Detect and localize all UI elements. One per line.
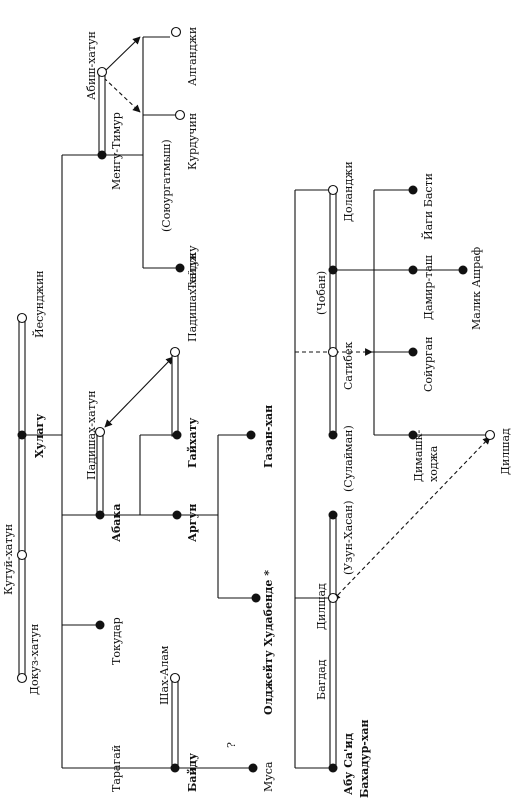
node-padishakh-2 [169,346,181,358]
label-taragai: Тарагай [110,745,123,792]
node-yesunjin [16,312,28,324]
label-gazan: Газан-хан [262,405,275,468]
label-dilshad: Дилшад [315,583,328,630]
label-abish: Абиш-хатун [85,31,98,100]
node-dimashk-khodzha [408,430,418,440]
node-dilshad [327,592,339,604]
label-damir-tash: Дамир-таш [422,255,435,320]
node-padishakh-1 [94,426,106,438]
label-suleiman: (Сулайман) [342,425,355,492]
label-yagi-basti: Йаги Басти [421,173,435,240]
label-soyurgan: Сойурган [422,336,435,392]
label-uzun-hasan: (Узун-Хасан) [342,501,355,576]
label-padishakh-2: Падишах-хатун [186,252,199,342]
label-argun: Аргун [186,504,199,542]
node-soyurgan [408,347,418,357]
node-kurduchin [174,109,186,121]
node-gaykhatu [172,430,182,440]
label-khulagu: Хулагу [33,414,46,458]
node-olzheitu [251,593,261,603]
label-musa: Муса [262,761,275,792]
spouse-bars [18,71,337,771]
node-chopan [328,265,338,275]
node-shakh-alam [169,672,181,684]
label-satibek: Сатибек [342,341,355,390]
label-algandzhi: Алганджи [186,27,199,86]
label-mengu-timur: Менгу-Тимур [110,112,123,190]
label-kutui: Кутуй-хатун [2,524,15,595]
label-dokuz: Докуз-хатун [28,624,41,695]
node-uzun-hasan [328,510,338,520]
node-argun [172,510,182,520]
node-algandzhi [170,26,182,38]
label-soyurgatmysh: (Союургатмыш) [160,139,173,232]
node-mengu-timur [97,150,107,160]
node-damir-tash [408,265,418,275]
node-toqudar [95,620,105,630]
node-kutui [16,549,28,561]
label-padishakh-1: Падишах-хатун [85,390,98,480]
node-dolandzhi [327,184,339,196]
node-satibek [327,346,339,358]
node-abaka [95,510,105,520]
label-dilshad-2: Дилшад [499,428,512,475]
node-khulagu [17,430,27,440]
node-musa [248,763,258,773]
label-toqudar: Токудар [110,617,123,665]
node-yagi-basti [408,185,418,195]
node-dokuz [16,672,28,684]
label-malik-ashraf: Малик Ашраф [470,246,483,330]
node-abu-said [328,763,338,773]
person-labels: Кутуй-хатун Докуз-хатун Хулагу Йесунджин… [2,27,512,798]
node-baidu [170,763,180,773]
label-olzheitu: Олджейту Худабенде * [262,570,275,715]
label-kurduchin: Курдучин [186,113,199,170]
node-malik-ashraf [458,265,468,275]
label-baidu: Байду [186,753,199,792]
label-bagdad: Багдад [315,659,328,700]
label-abaka: Абака [110,504,123,543]
label-abu-said: Абу Са'ид [342,733,355,795]
label-khodzha: ходжа [427,445,440,482]
person-nodes [16,26,496,773]
label-gaykhatu: Гайхату [186,418,199,468]
node-gazan [246,430,256,440]
label-yesunjin: Йесунджин [32,270,46,338]
label-dolandzhi: Доланджи [342,161,355,222]
label-tadzhu: Тайджу [186,245,199,290]
label-question: ? [225,742,238,748]
label-bakhadur: Бахадур-хан [358,719,371,798]
label-chopan: (Чобан) [315,271,328,315]
node-dilshad-2 [484,429,496,441]
node-tadzhu [175,263,185,273]
label-shakh-alam: Шах-Алам [158,645,171,705]
node-suleiman [328,430,338,440]
label-dimashk: Димашк- [412,430,425,482]
node-abish [96,66,108,78]
